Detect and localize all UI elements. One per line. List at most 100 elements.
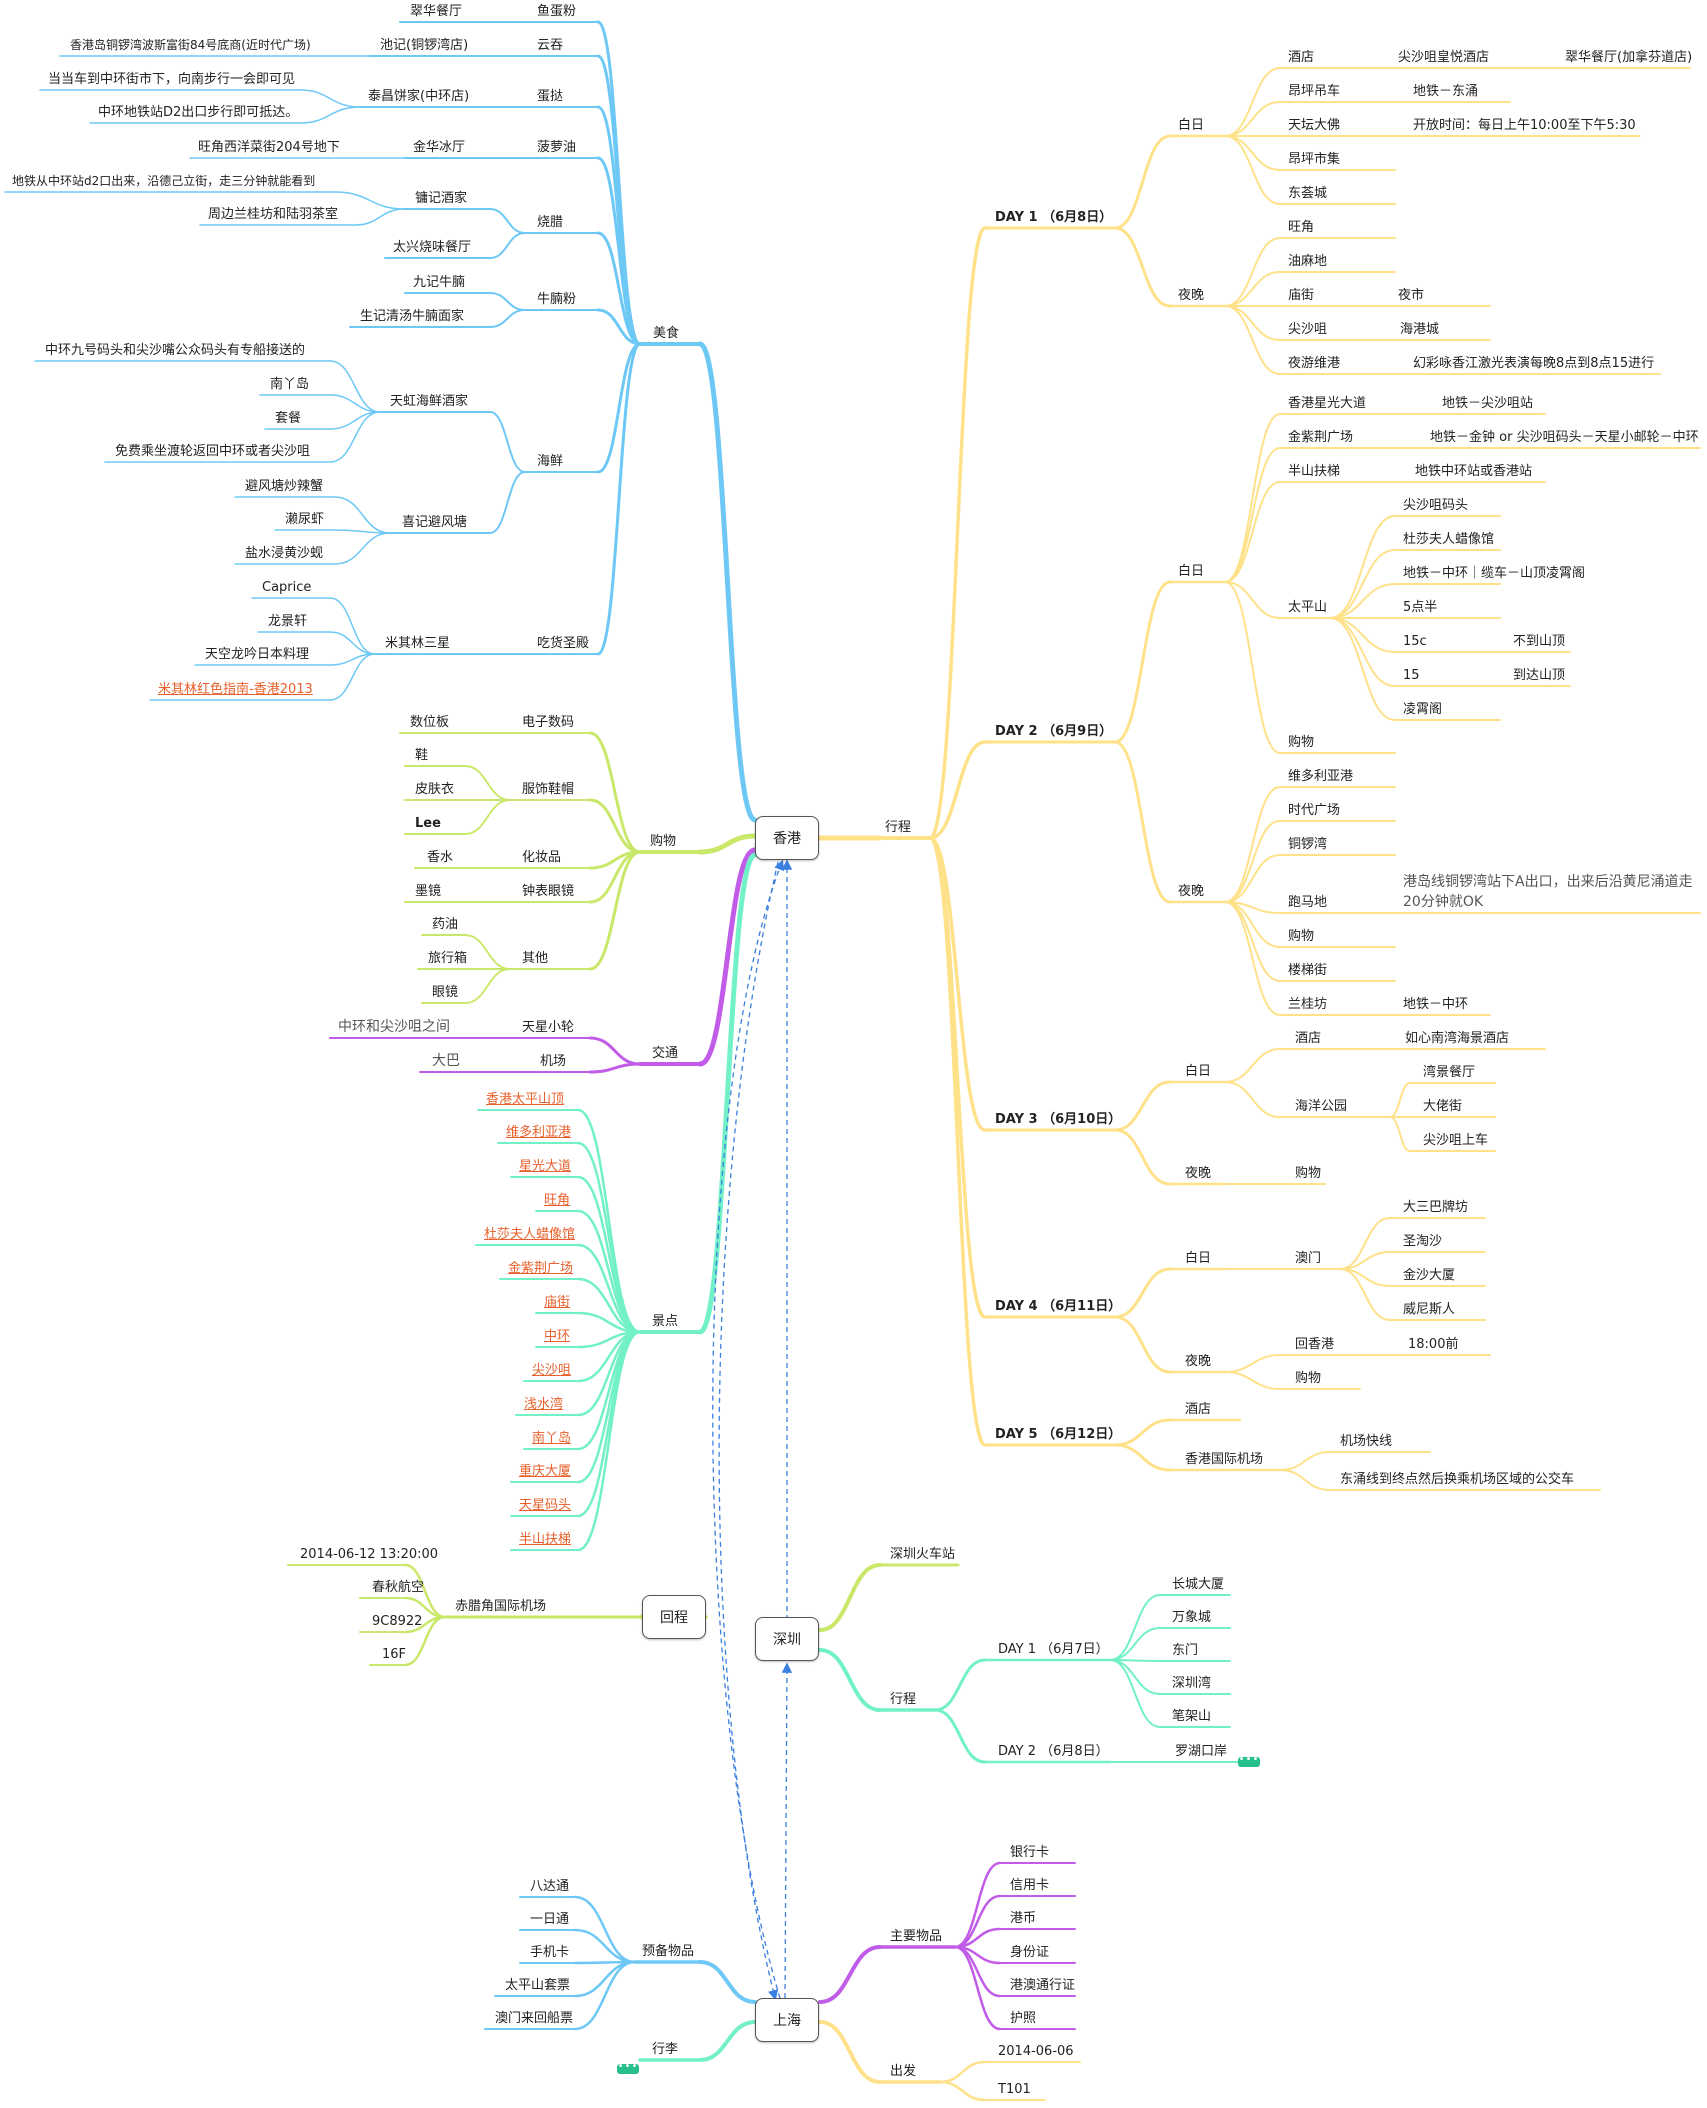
branch-connector (938, 2080, 987, 2102)
branch-connector (403, 1615, 447, 1667)
day5-tung-chung-line: 东涌线到终点然后换乘机场区域的公交车 (1340, 1472, 1575, 1487)
food-wonton-address: 香港岛铜锣湾波斯富街84号底商(近时代广场) (70, 38, 311, 52)
day4-macau-item-2: 圣淘沙 (1403, 1234, 1443, 1249)
sight-link-3[interactable]: 星光大道 (519, 1159, 572, 1174)
branch-connector (1109, 1659, 1161, 1695)
branch-connector (933, 1708, 987, 1764)
branch-connector (299, 106, 361, 124)
food-roast-taihing: 太兴烧味餐厅 (393, 240, 472, 255)
sight-link-12[interactable]: 重庆大厦 (519, 1464, 572, 1479)
shopping-watches: 钟表眼镜 (522, 884, 575, 899)
branch-connector (697, 852, 758, 1335)
root-shenzhen[interactable]: 深圳 (755, 1617, 819, 1661)
shanghai-item-4: 身份证 (1010, 1945, 1050, 1960)
sight-link-8[interactable]: 中环 (544, 1329, 571, 1344)
food-seafood: 海鲜 (537, 454, 564, 469)
branch-connector (1389, 1116, 1411, 1152)
shanghai-luggage-more-button[interactable]: ••• (617, 2061, 639, 2074)
day3-hotel: 酒店 (1295, 1031, 1322, 1046)
shopping-other-item-2: 旅行箱 (428, 951, 468, 966)
day1-day-item-5: 东荟城 (1288, 186, 1328, 201)
root-hongkong[interactable]: 香港 (755, 816, 819, 860)
branch-connector (1224, 237, 1281, 307)
food-seafood-heikee-item-3: 盐水浸黄沙蚬 (245, 546, 324, 561)
food-topic: 美食 (653, 326, 680, 341)
food-roast-yungkee: 镛记酒家 (415, 191, 468, 206)
sight-link-7[interactable]: 庙街 (544, 1295, 571, 1310)
sight-link-6[interactable]: 金紫荆广场 (508, 1261, 574, 1276)
shopping-cosmetics-perfume: 香水 (427, 850, 454, 865)
food-michelin-guide-link[interactable]: 米其林红色指南-香港2013 (158, 682, 313, 697)
branch-connector (818, 1563, 882, 1632)
branch-connector (953, 1945, 1002, 2031)
return-item-2: 春秋航空 (372, 1580, 425, 1595)
sight-link-11[interactable]: 南丫岛 (532, 1431, 572, 1446)
root-return-trip[interactable]: 回程 (642, 1595, 706, 1639)
branch-connector (1329, 583, 1396, 619)
branch-connector (489, 208, 526, 234)
branch-connector (354, 208, 406, 226)
transport-airport-bus: 大巴 (432, 1053, 460, 1069)
shanghai-prep-items: 预备物品 (642, 1944, 695, 1959)
branch-connector (299, 89, 361, 108)
shenzhen-lowu-more-button[interactable]: ••• (1238, 1754, 1260, 1767)
relation-hongkong-to-shanghai (718, 861, 779, 2001)
branch-connector (596, 105, 642, 346)
shopping-digital: 电子数码 (522, 715, 575, 730)
food-pineapple-address: 旺角西洋菜街204号地下 (198, 140, 340, 155)
day1-daytime: 白日 (1178, 118, 1205, 133)
shopping-other: 其他 (522, 951, 549, 966)
sight-link-1[interactable]: 香港太平山顶 (486, 1092, 565, 1107)
branch-connector (697, 847, 758, 1067)
day2-night-item-6: 楼梯街 (1288, 963, 1328, 978)
branch-connector (1113, 1418, 1172, 1447)
food-eggtart-shop: 泰昌饼家(中环店) (368, 89, 470, 104)
sight-link-2[interactable]: 维多利亚港 (506, 1125, 572, 1140)
day2-day-item-1: 香港星光大道 (1288, 396, 1367, 411)
branch-connector (489, 471, 526, 534)
branch-connector (1224, 271, 1281, 307)
sight-link-5[interactable]: 杜莎夫人蜡像馆 (484, 1227, 576, 1242)
sight-link-14[interactable]: 半山扶梯 (519, 1532, 572, 1547)
day2-racecourse-note-1: 港岛线铜锣湾站下A出口，出来后沿黄尼涌道走 (1403, 874, 1693, 890)
shanghai-item-1: 银行卡 (1010, 1845, 1050, 1860)
branch-connector (573, 1960, 637, 2031)
shenzhen-lowu: 罗湖口岸 (1175, 1744, 1228, 1759)
day4-daytime: 白日 (1185, 1251, 1212, 1266)
shanghai-prep-item-1: 八达通 (530, 1879, 570, 1894)
food-michelin: 吃货圣殿 (537, 636, 590, 651)
food-seafood-rainbow-item-3: 套餐 (275, 411, 302, 426)
branch-connector (1113, 740, 1172, 904)
branch-connector (818, 2020, 882, 2084)
root-shanghai[interactable]: 上海 (755, 1998, 819, 2042)
shenzhen-day1-item-4: 深圳湾 (1172, 1676, 1212, 1691)
day2-bus15c-note: 不到山顶 (1513, 634, 1566, 649)
branch-connector (489, 309, 526, 328)
branch-connector (1224, 135, 1281, 205)
day2-bauhinia-note: 地铁－金钟 or 尖沙咀码头－天星小邮轮－中环 (1430, 430, 1699, 445)
food-seafood-rainbow-item-2: 南丫岛 (270, 377, 310, 392)
shenzhen-day1: DAY 1 （6月7日） (998, 1642, 1109, 1657)
day1-temple-night-market: 夜市 (1398, 288, 1425, 303)
branch-connector (573, 1895, 637, 1964)
day2-day-item-5: 购物 (1288, 735, 1315, 750)
day3-park-item-3: 尖沙咀上车 (1423, 1133, 1489, 1148)
day2-daytime: 白日 (1178, 564, 1205, 579)
sight-link-13[interactable]: 天星码头 (519, 1498, 572, 1513)
branch-connector (1389, 1082, 1411, 1118)
sights-topic: 景点 (652, 1314, 679, 1329)
itinerary-topic: 行程 (885, 820, 912, 835)
food-wonton-shop: 池记(铜锣湾店) (380, 38, 469, 53)
shanghai-prep-item-3: 手机卡 (530, 1945, 570, 1960)
branch-connector (1279, 1451, 1331, 1471)
sight-link-4[interactable]: 旺角 (544, 1193, 571, 1208)
day1-day-item-2: 昂坪吊车 (1288, 84, 1341, 99)
day3-hotel-name: 如心南湾海景酒店 (1405, 1031, 1510, 1046)
sight-link-10[interactable]: 浅水湾 (524, 1397, 564, 1412)
day1-night-item-5: 夜游维港 (1288, 356, 1341, 371)
day2-day-item-2: 金紫荆广场 (1288, 430, 1354, 445)
branch-connector (1113, 1080, 1172, 1132)
sight-link-9[interactable]: 尖沙咀 (532, 1363, 572, 1378)
branch-connector (1339, 1268, 1391, 1321)
food-seafood-rainbow-item-1: 中环九号码头和尖沙嘴公众码头有专船接送的 (45, 343, 306, 358)
